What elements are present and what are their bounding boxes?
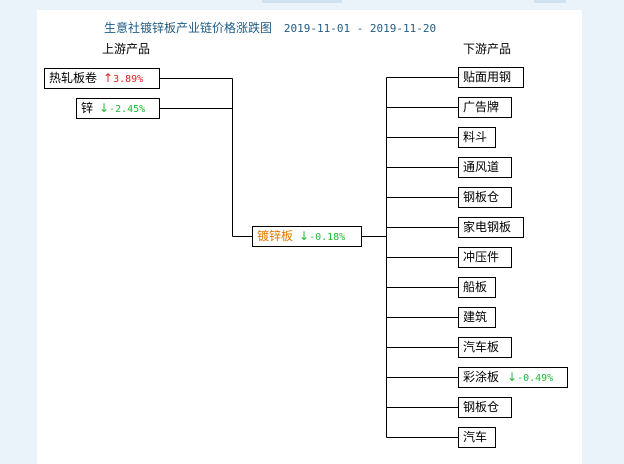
downstream-node[interactable]: 通风道 — [458, 157, 512, 178]
upstream-node[interactable]: 热轧板卷 ↑3.89% — [44, 68, 160, 89]
top-tab — [534, 0, 566, 3]
node-name: 家电钢板 — [463, 220, 512, 234]
date-range: 2019-11-01 - 2019-11-20 — [283, 22, 437, 35]
node-name: 船板 — [463, 280, 488, 294]
change-down: ↓-0.18% — [299, 229, 346, 243]
downstream-node[interactable]: 冲压件 — [458, 247, 512, 268]
downstream-node[interactable]: 钢板仓 — [458, 397, 512, 418]
diagram-title: 生意社镀锌板产业链价格涨跌图 2019-11-01 - 2019-11-20 — [104, 20, 436, 36]
change-value: 3.89% — [113, 74, 144, 85]
node-name: 料斗 — [463, 130, 488, 144]
arrow-up-icon: ↑ — [103, 71, 114, 85]
downstream-node[interactable]: 汽车板 — [458, 337, 512, 358]
title-text: 生意社镀锌板产业链价格涨跌图 — [104, 21, 273, 35]
downstream-node[interactable]: 汽车 — [458, 427, 496, 448]
change-down: ↓-2.45% — [99, 101, 146, 115]
center-name: 镀锌板 — [257, 229, 294, 243]
downstream-header: 下游产品 — [463, 42, 512, 56]
upstream-header: 上游产品 — [102, 42, 151, 56]
node-name: 建筑 — [463, 310, 488, 324]
change-value: -0.49% — [517, 373, 554, 384]
change-down: ↓-0.49% — [507, 370, 554, 384]
node-name: 锌 — [81, 101, 94, 115]
downstream-node[interactable]: 钢板仓 — [458, 187, 512, 208]
arrow-down-icon: ↓ — [99, 101, 110, 115]
change-value: -0.18% — [309, 232, 346, 243]
arrow-down-icon: ↓ — [507, 370, 518, 384]
change-up: ↑3.89% — [103, 71, 144, 85]
node-name: 广告牌 — [463, 100, 500, 114]
node-name: 汽车 — [463, 430, 488, 444]
node-name: 通风道 — [463, 160, 500, 174]
node-name: 热轧板卷 — [49, 71, 98, 85]
downstream-node[interactable]: 广告牌 — [458, 97, 512, 118]
node-name: 钢板仓 — [463, 400, 500, 414]
downstream-node[interactable]: 料斗 — [458, 127, 496, 148]
node-name: 冲压件 — [463, 250, 500, 264]
arrow-down-icon: ↓ — [299, 229, 310, 243]
change-value: -2.45% — [109, 104, 146, 115]
node-name: 汽车板 — [463, 340, 500, 354]
downstream-node[interactable]: 船板 — [458, 277, 496, 298]
node-name: 钢板仓 — [463, 190, 500, 204]
center-node[interactable]: 镀锌板 ↓-0.18% — [252, 226, 362, 247]
upstream-node[interactable]: 锌 ↓-2.45% — [76, 98, 160, 119]
node-name: 彩涂板 — [463, 370, 500, 384]
downstream-node[interactable]: 家电钢板 — [458, 217, 524, 238]
downstream-node[interactable]: 彩涂板 ↓-0.49% — [458, 367, 568, 388]
downstream-node[interactable]: 贴面用钢 — [458, 67, 524, 88]
top-tab — [262, 0, 342, 3]
node-name: 贴面用钢 — [463, 70, 512, 84]
downstream-node[interactable]: 建筑 — [458, 307, 496, 328]
